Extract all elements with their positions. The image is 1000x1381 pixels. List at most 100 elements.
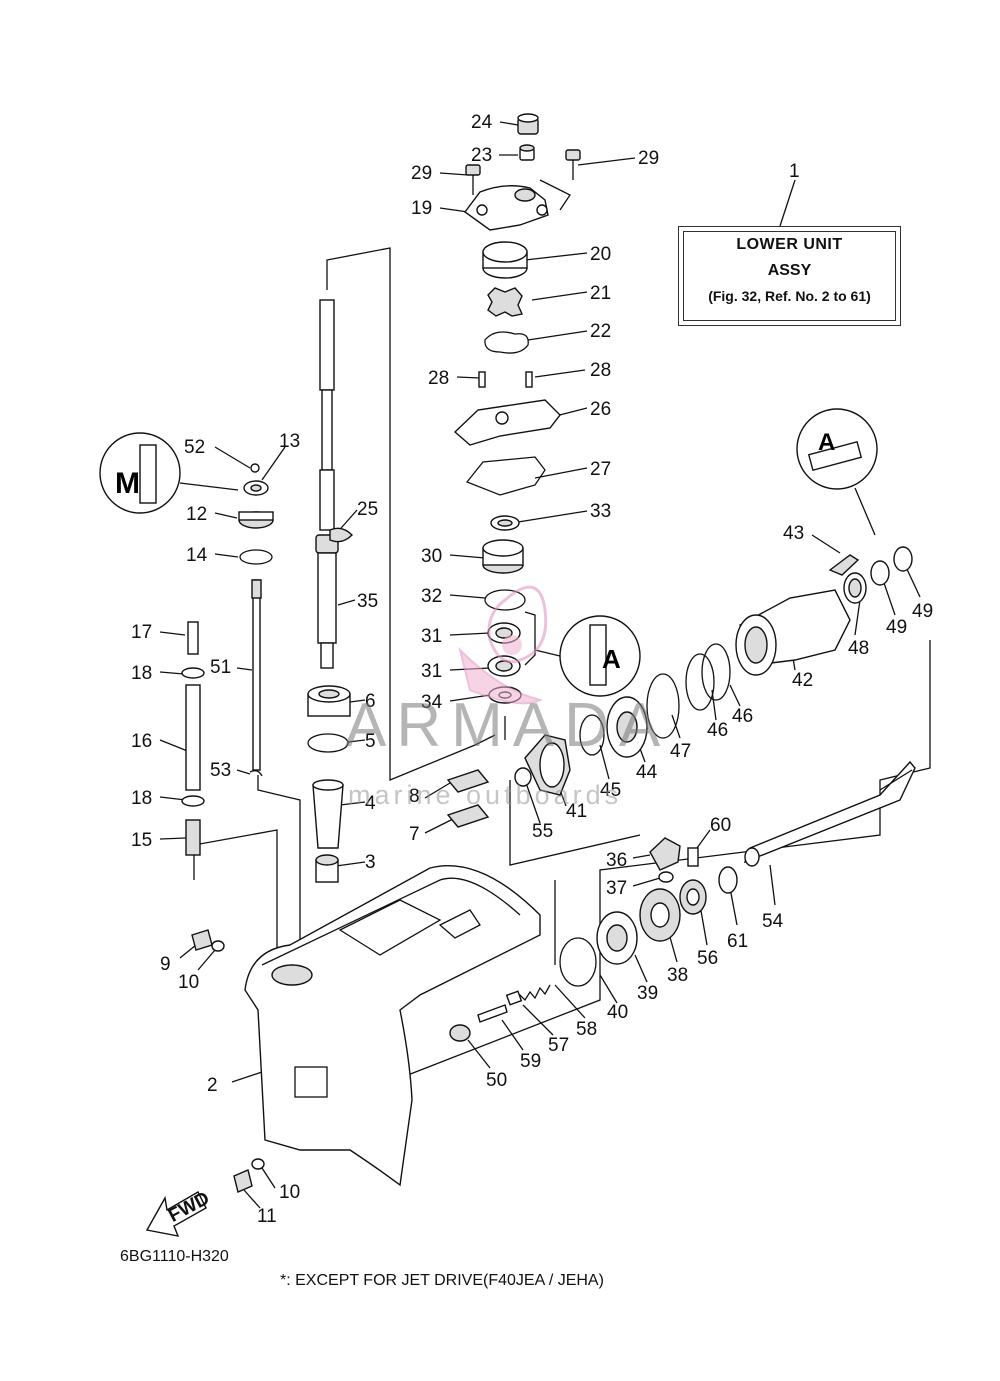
lower-case-2 <box>244 864 541 1187</box>
shim-45 <box>579 714 605 756</box>
part-label-53: 53 <box>210 760 231 781</box>
part-label-46: 46 <box>707 720 728 741</box>
part-label-56: 56 <box>697 948 718 969</box>
part-label-41: 41 <box>566 801 587 822</box>
gasket-27 <box>465 456 546 496</box>
bearing-6 <box>307 685 351 717</box>
detail-callouts: M A A <box>99 408 878 697</box>
shift-cam-follower-59 <box>477 1004 508 1023</box>
part-label-22: 22 <box>590 321 611 342</box>
watermark-brand: ARMADA <box>345 691 671 760</box>
bolt-43 <box>828 554 860 576</box>
bushing-13 <box>243 480 269 496</box>
part-label-6: 6 <box>365 691 376 712</box>
water-pipe-joint-15 <box>185 819 201 856</box>
part-label-46: 46 <box>732 706 753 727</box>
plunger-57 <box>505 990 523 1006</box>
part-label-24: 24 <box>471 112 493 133</box>
bolt-29-left <box>465 164 481 195</box>
grommet-23 <box>519 144 535 161</box>
plunger-55 <box>514 767 532 787</box>
washer-61 <box>718 866 738 894</box>
pinion-41 <box>524 734 571 796</box>
part-label-3: 3 <box>365 852 376 873</box>
drive-shaft-parts <box>181 299 353 883</box>
o-ring-14 <box>239 549 273 565</box>
part-label-52: 52 <box>184 437 205 458</box>
part-label-32: 32 <box>421 586 442 607</box>
fwd-label: FWD <box>165 1188 213 1227</box>
part-label-31: 31 <box>421 626 442 647</box>
part-label-27: 27 <box>590 459 611 480</box>
shift-rod-51 <box>251 579 262 771</box>
diagram-code: 6BG1110-H320 <box>120 1248 229 1265</box>
bolt-29-right <box>565 149 581 180</box>
part-label-35: 35 <box>357 591 378 612</box>
part-label-25: 25 <box>357 499 378 520</box>
part-label-36: 36 <box>606 850 627 871</box>
part-label-18: 18 <box>131 788 152 809</box>
forward-gear-38 <box>639 888 681 942</box>
part-label-1: 1 <box>789 161 800 182</box>
water-inlet-pipe-17 <box>187 621 199 655</box>
washer-10-lower <box>251 1158 265 1170</box>
part-label-50: 50 <box>486 1070 507 1091</box>
o-ring-47 <box>646 673 680 739</box>
part-label-26: 26 <box>590 399 611 420</box>
pin-60 <box>687 847 699 867</box>
part-label-11: 11 <box>257 1206 277 1227</box>
part-label-49: 49 <box>886 617 907 638</box>
armada-logo-watermark <box>458 585 548 705</box>
part-label-12: 12 <box>186 504 207 525</box>
assembly-bracket-lines <box>193 179 931 1081</box>
clutch-dog-56 <box>679 879 707 915</box>
part-label-5: 5 <box>365 731 376 752</box>
part-label-9: 9 <box>160 954 171 975</box>
part-label-28: 28 <box>590 360 611 381</box>
part-label-51: 51 <box>210 657 231 678</box>
part-label-48: 48 <box>848 638 869 659</box>
shift-cam-8 <box>446 769 490 793</box>
dowel-pin-28-right <box>525 371 533 388</box>
svg-text:M: M <box>115 467 140 500</box>
part-label-31: 31 <box>421 661 442 682</box>
spring-58 <box>514 984 551 1002</box>
insert-cartridge-20 <box>482 241 528 279</box>
bolt-11 <box>233 1169 253 1193</box>
part-label-19: 19 <box>411 198 432 219</box>
callout-grease-a-lower: A <box>534 615 641 697</box>
propeller-shaft-housing-42 <box>735 589 851 676</box>
grommet-18-upper <box>181 667 205 679</box>
oil-seal-33 <box>490 515 520 531</box>
magnet-52 <box>250 463 260 473</box>
water-pump-parts <box>453 113 581 704</box>
pump-cap-24 <box>517 113 539 135</box>
needle-bearing-48 <box>843 572 867 604</box>
part-label-34: 34 <box>421 692 443 713</box>
part-label-39: 39 <box>637 983 658 1004</box>
outer-plate-26 <box>453 399 561 446</box>
dowel-pin-28-left <box>478 371 486 388</box>
pump-housing-19 <box>464 185 549 231</box>
svg-text:A: A <box>602 644 621 674</box>
part-label-14: 14 <box>186 545 208 566</box>
callout-grease-m: M <box>99 432 239 514</box>
taper-roller-bearing-39 <box>596 911 638 965</box>
part-label-20: 20 <box>590 244 611 265</box>
part-label-44: 44 <box>636 762 658 783</box>
part-label-43: 43 <box>783 523 804 544</box>
part-label-37: 37 <box>606 878 627 899</box>
watermark-tagline: marine outboards <box>348 780 623 810</box>
taper-roller-bearing-44 <box>606 696 648 758</box>
part-label-23: 23 <box>471 145 492 166</box>
sleeve-4 <box>312 779 344 849</box>
footnote: *: EXCEPT FOR JET DRIVE(F40JEA / JEHA) <box>280 1272 604 1289</box>
assembly-reference: (Fig. 32, Ref. No. 2 to 61) <box>708 288 871 304</box>
part-label-38: 38 <box>667 965 688 986</box>
assembly-info-box: LOWER UNIT ASSY (Fig. 32, Ref. No. 2 to … <box>678 226 901 326</box>
bolt-9 <box>191 929 213 951</box>
o-ring-46-a <box>685 653 715 711</box>
pinion-nut-36 <box>649 837 681 871</box>
part-label-33: 33 <box>590 501 611 522</box>
